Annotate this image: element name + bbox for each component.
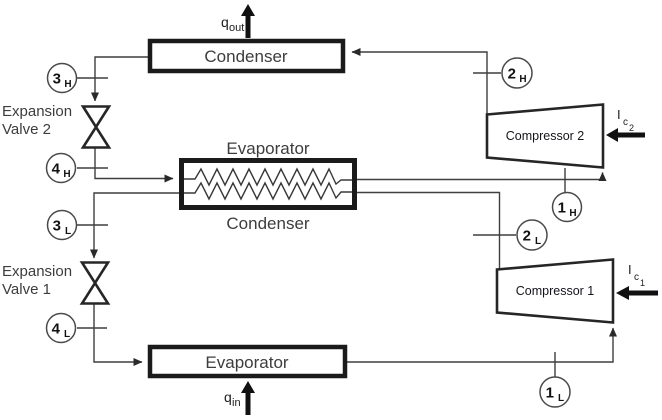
cascade-hx-condenser-label: Condenser [226, 214, 310, 233]
expansion-valve-2-top-triangle [80, 105, 112, 130]
expansion-valve-2-label-line1: Expansion [2, 103, 72, 120]
expansion-valve-1-label-line2: Valve 1 [2, 281, 51, 298]
ic2-arrow [606, 128, 645, 142]
compressor-1-work-input: I c 1 [616, 261, 658, 300]
state-point-3l: 3 L [46, 209, 78, 241]
condenser-top: Condenser [147, 38, 346, 74]
expansion-valve-1: Expansion Valve 1 [2, 261, 111, 305]
pipe-cascade-to-valve1 [90, 192, 180, 259]
state-point-3l-label: 3 L [53, 218, 71, 238]
state-point-ticks [76, 72, 566, 377]
state-point-2l-label: 2 L [523, 228, 541, 248]
ic1-label: I c 1 [628, 261, 645, 288]
evaporator-bottom-box [147, 344, 348, 379]
state-point-1l: 1 L [539, 376, 571, 408]
ic2-label: I c 2 [617, 106, 634, 133]
pipe-compressor1-to-cascade [357, 191, 501, 270]
expansion-valve-2: Expansion Valve 2 [2, 103, 112, 149]
state-point-1h-circle [551, 191, 583, 223]
pipe-cascade-to-compressor2 [357, 172, 607, 181]
state-point-1h-label: 1 H [558, 200, 577, 220]
condenser-top-box [147, 38, 346, 74]
cascade-heat-exchanger: Evaporator Condenser [179, 139, 357, 233]
compressor-1: Compressor 1 [495, 258, 615, 324]
expansion-valve-2-bottom-triangle [80, 124, 112, 149]
expansion-valve-2-label-line2: Valve 2 [2, 121, 51, 138]
pipe-valve2-to-cascade [94, 147, 174, 183]
state-point-4h: 4 H [45, 152, 77, 184]
cascade-hx-evaporator-label: Evaporator [226, 139, 309, 158]
ic1-arrow [616, 286, 658, 300]
state-point-4h-circle [45, 152, 77, 184]
compressor-2-label: Compressor 2 [506, 129, 585, 143]
expansion-valve-1-label-line1: Expansion [2, 263, 72, 280]
state-point-3h: 3 H [46, 62, 78, 94]
expansion-valve-1-bottom-triangle [79, 280, 111, 305]
refrigerant-pipes [90, 48, 617, 366]
state-point-4h-label: 4 H [52, 161, 71, 181]
cascade-hx-top-coil [184, 167, 352, 187]
state-point-3h-label: 3 H [53, 71, 72, 91]
evaporator-bottom: Evaporator [147, 344, 348, 379]
compressor-2-body [485, 103, 605, 169]
state-point-1l-circle [539, 376, 571, 408]
pipe-valve1-to-evaporator [93, 303, 143, 366]
cascade-hx-bottom-coil [184, 181, 352, 201]
condenser-top-label: Condenser [204, 47, 288, 66]
state-point-3l-circle [46, 209, 78, 241]
state-point-1l-label: 1 L [546, 385, 564, 405]
state-point-2h-label: 2 H [508, 66, 527, 86]
state-point-2h: 2 H [501, 57, 533, 89]
state-point-4l-circle [45, 312, 77, 344]
q-in-arrow [241, 381, 255, 415]
pipe-condenser-to-valve2 [91, 56, 148, 102]
state-point-2h-circle [501, 57, 533, 89]
state-point-4l: 4 L [45, 312, 77, 344]
evaporator-bottom-label: Evaporator [205, 353, 288, 372]
compressor-2-work-input: I c 2 [606, 106, 645, 142]
q-out-label: q out [221, 14, 244, 34]
q-in-label: q in [224, 389, 241, 409]
expansion-valve-1-top-triangle [79, 261, 111, 286]
state-point-3h-circle [46, 62, 78, 94]
q-out-arrow [241, 4, 255, 38]
pipe-compressor2-to-condenser [351, 48, 488, 115]
state-point-2l-circle [516, 219, 548, 251]
state-point-4l-label: 4 L [52, 321, 70, 341]
state-point-1h: 1 H [551, 191, 583, 223]
pipe-evaporator-to-compressor1 [347, 327, 617, 363]
cascade-hx-box [179, 158, 357, 210]
state-point-2l: 2 L [516, 219, 548, 251]
state-points: 3 H 4 H 3 L 4 L [45, 57, 583, 408]
compressor-1-body [495, 258, 615, 324]
heat-rejection: q out [221, 4, 255, 38]
heat-input: q in [224, 381, 255, 415]
compressor-2: Compressor 2 [485, 103, 605, 169]
compressor-1-label: Compressor 1 [516, 284, 595, 298]
